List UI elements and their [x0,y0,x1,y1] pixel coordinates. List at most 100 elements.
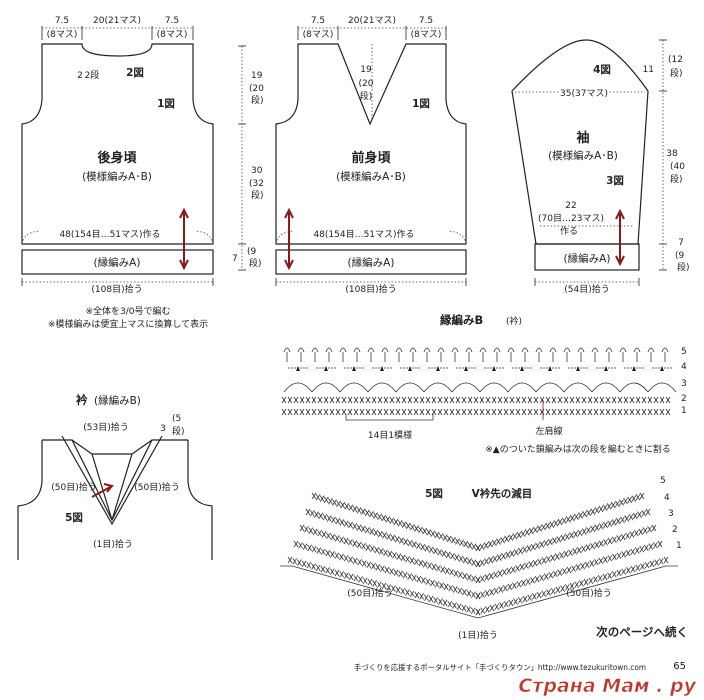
edging-b-title: 縁編みB [440,313,483,327]
edging-b-stitch-rows [281,347,677,416]
front-v-depth: 19 [360,65,372,75]
sleeve-len-rows-a: (40 [670,162,685,172]
front-v-rows-a: (20 [359,79,374,89]
fig5-row-5: 5 [660,476,666,486]
front-v-rows-b: 段) [360,90,373,102]
front-top-right-cm: 7.5 [419,16,433,26]
sleeve-cap-rows-b: 段) [670,67,683,79]
footer-site: 手づくりを応援するポータルサイト「手づくりタウン」http://www.tezu… [354,662,646,672]
sleeve-cap-cm: 11 [643,65,654,75]
front-top-left-cm: 7.5 [311,16,325,26]
fig5-row-4: 4 [664,493,670,503]
edging-b-row-3: 3 [681,379,687,389]
sleeve-edge-rows-b: 段) [677,261,690,273]
fig5-v-neck-chart: 5図 V衿先の減目 (50目)拾う (50目)拾う (1目)拾う 5 4 3 2… [280,476,682,641]
watermark-text: Страна Мам . ру [518,675,697,697]
collar-title: 衿 [76,393,88,407]
page-number: 65 [673,661,686,672]
edging-b-title-suffix: (衿) [506,315,522,327]
edge-rows-a: (9 [247,247,257,257]
back-chain-label: 48(154目…51マス)作る [59,228,160,240]
fig5-row-3: 3 [668,509,674,519]
back-neck-rows: 2段 [85,69,100,81]
sleeve-pattern: (模様編みA･B) [548,149,618,162]
back-top-left-stitches: (8マス) [47,30,78,40]
sleeve-edge-rows-a: (9 [675,251,685,261]
edging-b-row-4: 4 [681,362,687,372]
edge-rows-b: 段) [249,257,262,269]
edging-b-repeat-label: 14目1模様 [368,429,412,441]
collar-top-pick: (53目)拾う [83,421,128,433]
collar-diagram: 衿 (縁編みB) (53目)拾う 3 (5 段) (50目)拾う (50目)拾う… [17,393,213,560]
front-body-diagram: 7.5 (8マス) 20(21マス) 7.5 (8マス) 19 (20 段) 1… [275,16,467,295]
body-cm: 30 [251,166,263,176]
collar-title-suffix: (縁編みB) [94,394,141,407]
sleeve-cuff-cm: 22 [565,201,576,211]
back-body-pattern: (模様編みA･B) [82,170,152,183]
note-hook-size: ※全体を3/0号で編む [85,305,170,317]
continued-next-page: 次のページへ続く [596,625,688,639]
fig5-row-1: 1 [676,541,682,551]
edging-b-row-1: 1 [681,406,687,416]
sleeve-cap-rows-a: (12 [668,55,683,65]
armhole-rows-a: (20 [249,84,264,94]
fig5-fig-label: 5図 [425,488,443,500]
edging-b-shoulder-label: 左肩線 [535,425,562,437]
sleeve-edge-cm: 7 [678,238,684,248]
collar-center-pick: (1目)拾う [93,538,133,550]
back-body-title: 後身頃 [97,150,137,166]
sleeve-len-rows-b: 段) [670,173,683,185]
body-dimensions: 19 (20 段) 30 (32 段) 7 (9 段) [232,45,264,271]
edge-cm: 7 [232,254,238,264]
fig5-left-pick: (50目)拾う [347,587,392,599]
back-fig2-label: 2図 [126,67,144,79]
back-bottom-label: (108目)拾う [91,283,142,295]
back-fig1-label: 1図 [157,98,175,110]
front-top-left-stitches: (8マス) [303,30,334,40]
armhole-cm: 19 [251,71,263,81]
armhole-rows-b: 段) [251,94,264,106]
fig5-title: V衿先の減目 [472,487,533,500]
back-top-left-cm: 7.5 [55,16,69,26]
collar-rows-a: (5 [172,414,181,424]
body-rows-a: (32 [249,179,264,189]
sleeve-len-cm: 38 [666,149,678,159]
fig5-row-2: 2 [672,525,678,535]
collar-rows-b: 段) [172,425,185,437]
front-body-pattern: (模様編みA･B) [336,170,406,183]
collar-left-pick: (50目)拾う [51,481,96,493]
sleeve-diagram: 4図 35(37マス) 袖 (模様編みA･B) 3図 22 (70目…23マス)… [511,39,690,295]
fig5-right-pick: (50目)拾う [566,587,611,599]
sleeve-title: 袖 [576,130,589,146]
edging-b-chart: 縁編みB (衿) 14目1模様 左肩線 ※▲のついた鎖編みは次の段を編むときに割… [281,313,687,455]
sleeve-width-label: 35(37マス) [560,89,608,99]
sleeve-bottom-label: (54目)拾う [564,283,609,295]
front-top-right-stitches: (8マス) [411,30,442,40]
front-body-title: 前身頃 [351,150,391,166]
back-top-right-cm: 7.5 [165,16,179,26]
edging-b-row-2: 2 [681,394,687,404]
front-top-mid: 20(21マス) [348,16,396,26]
back-edge-label: (縁編みA) [94,256,141,269]
back-body-diagram: 7.5 (8マス) 20(21マス) 7.5 (8マス) 2 2段 2図 1図 … [21,16,214,295]
front-chain-label: 48(154目…51マス)作る [313,228,414,240]
note-pattern-grid: ※模様編みは便宜上マスに換算して表示 [48,318,208,330]
edging-b-note: ※▲のついた鎖編みは次の段を編むときに割る [485,443,670,455]
back-top-mid: 20(21マス) [93,16,141,26]
sleeve-fig4-label: 4図 [593,64,611,76]
sleeve-make-label: 作る [560,225,578,237]
front-edge-label: (縁編みA) [348,256,395,269]
body-rows-b: 段) [251,189,264,201]
front-fig1-label: 1図 [412,98,430,110]
sleeve-edge-label: (縁編みA) [564,252,611,265]
collar-fig5-label: 5図 [65,512,83,524]
fig5-center-pick: (1目)拾う [458,629,498,641]
collar-cm: 3 [160,424,166,434]
back-neck-depth: 2 [77,71,83,81]
front-bottom-label: (108目)拾う [345,283,396,295]
collar-right-pick: (50目)拾う [134,481,179,493]
fig5-stitch-rows [287,492,669,616]
sleeve-chain-label: (70目…23マス) [538,213,604,224]
